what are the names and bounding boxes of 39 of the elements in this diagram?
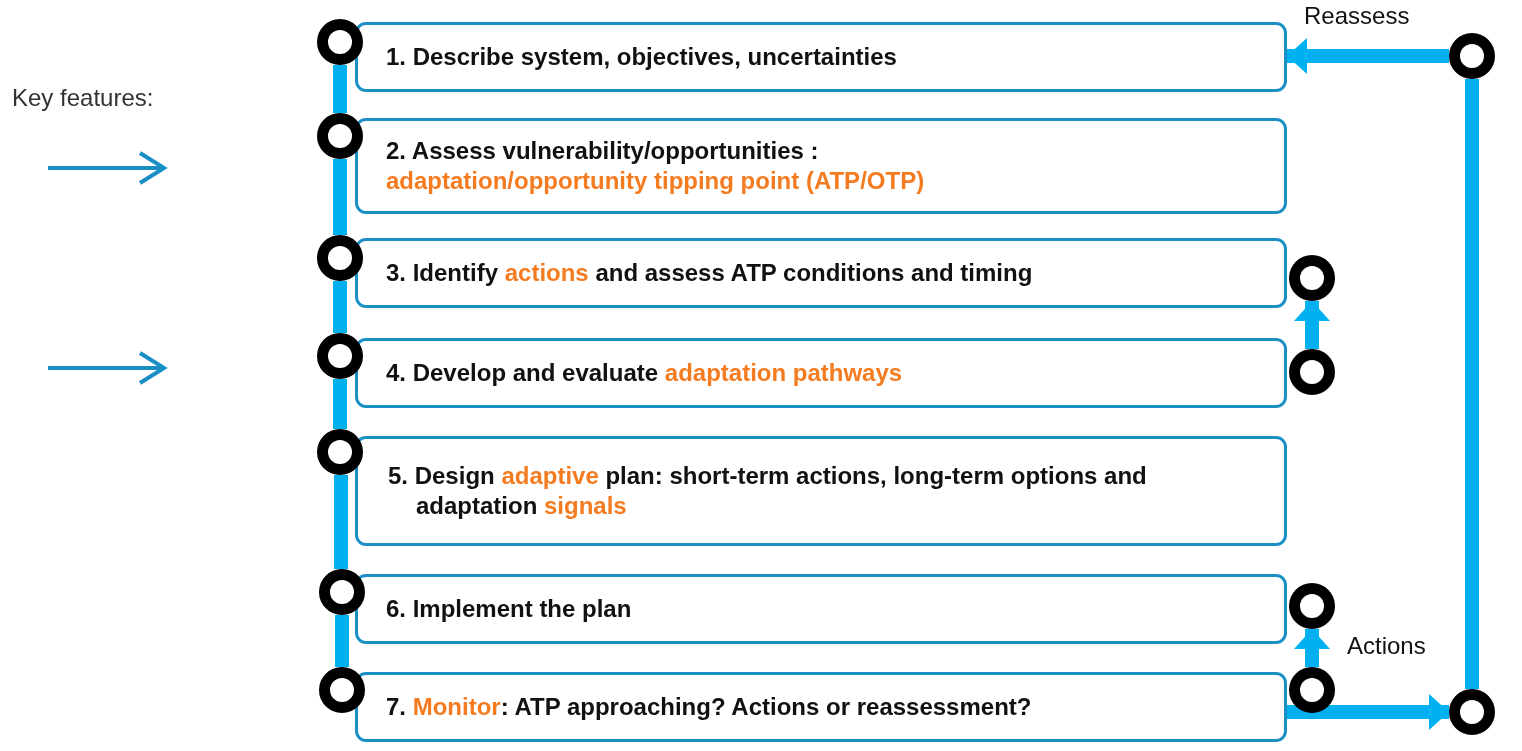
process-box [355, 436, 1287, 546]
arrow [1287, 38, 1449, 74]
connector-ring [317, 333, 363, 379]
heading-label: Key features: [12, 84, 154, 112]
connector-ring [319, 569, 365, 615]
connector-ring [317, 429, 363, 475]
arrow [1287, 694, 1449, 730]
connector-line [333, 65, 347, 113]
step-text: 5. Design adaptive plan: short-term actions, long-term options and adaptation signals [387, 461, 1148, 521]
connector-ring [1289, 667, 1335, 713]
connector-line [333, 159, 347, 235]
connector-line [334, 475, 348, 569]
connector-ring [317, 19, 363, 65]
connector-ring [1289, 583, 1335, 629]
connector-line [333, 379, 347, 429]
connector-line [1465, 79, 1479, 689]
process-box [355, 22, 1287, 92]
process-box [355, 238, 1287, 308]
connector-ring [317, 235, 363, 281]
step-text: 6. Implement the plan [385, 594, 632, 624]
process-box [355, 672, 1287, 742]
process-box [355, 118, 1287, 214]
connector-ring [319, 667, 365, 713]
connector-ring [1289, 349, 1335, 395]
step-text: 1. Describe system, objectives, uncertainties [385, 42, 897, 72]
arrow [1294, 301, 1330, 349]
connector-line [335, 615, 349, 667]
step-text: 2. Assess vulnerability/opportunities : adaptation/opportunity tipping point (ATP/OTP) [385, 136, 925, 196]
step-text: 7. Monitor: ATP approaching? Actions or reassessment? [385, 692, 1032, 722]
arrow [1294, 629, 1330, 667]
process-box [355, 338, 1287, 408]
connector-line [333, 281, 347, 333]
step-text: 3. Identify actions and assess ATP conditions and timing [385, 258, 1033, 288]
connector-ring [1289, 255, 1335, 301]
process-box [355, 574, 1287, 644]
connector-ring [317, 113, 363, 159]
connector-ring [1449, 33, 1495, 79]
step-text: 4. Develop and evaluate adaptation pathways [385, 358, 903, 388]
connector-ring [1449, 689, 1495, 735]
